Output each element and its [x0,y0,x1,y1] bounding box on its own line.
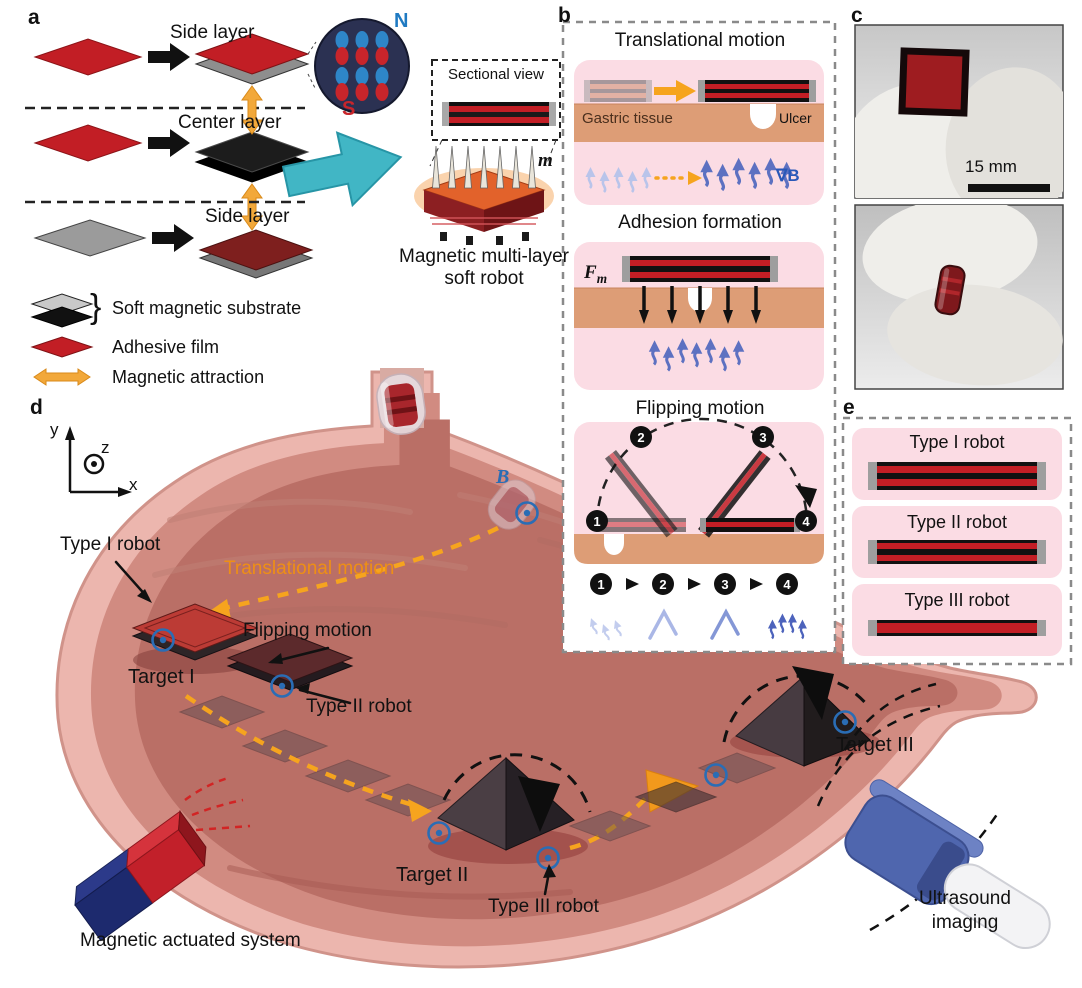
target-iii-label: Target III [836,734,914,756]
flip-sequence [586,578,809,643]
panel-b-label: b [558,4,571,27]
sequence-step-2-badge: 2 [652,573,674,595]
panel-c-photo-1 [854,24,1064,199]
magnetic-moment-label: m [538,150,553,171]
magnet-system-label: Magnetic actuated system [80,930,301,951]
axis-y-label: y [50,420,59,439]
panel-b-art [561,20,837,654]
robot-card-type-ii [852,506,1062,578]
adhesion-panel [574,242,824,390]
scale-bar-label: 15 mm [965,157,1017,176]
side-layer-bottom-label: Side layer [205,206,290,227]
target-i-label: Target I [128,666,195,688]
type-i-robot-label: Type I robot [60,534,161,555]
assembly-row-1 [33,33,317,91]
panel-c-label: c [851,4,863,27]
sectional-view-label: Sectional view [448,66,544,83]
adhesion-force-f: F [584,262,597,283]
flip-step-2-badge: 2 [630,426,652,448]
robot-photo-rolled [934,264,966,316]
flip-arc-target-ii [442,753,592,813]
flip-step-1-badge: 1 [586,510,608,532]
robot-card-type-iii [852,584,1062,656]
assembly-row-2 [33,124,310,183]
type-i-card-title: Type I robot [909,432,1005,452]
translational-path-2 [184,694,432,822]
panel-e-art [841,416,1073,666]
translational-motion-label: Translational motion [224,558,395,579]
axis-z-label: z [101,438,110,457]
robot-card-type-i [852,428,1062,500]
robot-trail-plates [178,695,452,817]
center-layer-label: Center layer [178,112,282,133]
stomach-illustration [55,368,1051,969]
panel-a-label: a [28,6,40,29]
flipping-motion-title: Flipping motion [635,398,765,419]
side-layer-top-label: Side layer [170,22,255,43]
flip-arc-target-iii [722,674,870,743]
field-b-label: B [496,466,510,488]
flipping-panel [574,417,824,564]
type-iii-robot-label: Type III robot [488,896,599,917]
flip-arrowhead-target-iii [792,666,834,720]
robot-photo-flat [898,47,970,117]
adhesion-force-m: m [596,270,608,286]
legend-substrate-label: Soft magnetic substrate [112,298,302,318]
magnet-graphic [74,809,207,942]
panel-c-photo-2 [854,204,1064,390]
type-ii-card-title: Type II robot [906,512,1008,532]
pole-s-label: S [342,98,356,120]
panel-e-label: e [843,396,855,419]
translational-panel [574,60,824,205]
panel-a-art [25,18,561,386]
gastric-tissue-label: Gastric tissue [582,110,673,127]
soft-robot-3d [414,145,554,245]
scale-bar [968,184,1050,192]
field-markers [151,501,857,870]
type-iii-card-title: Type III robot [904,590,1010,610]
legend-adhesive-label: Adhesive film [112,337,220,357]
sequence-step-4-badge: 4 [776,573,798,595]
axis-x-label: x [129,475,138,494]
pole-n-label: N [394,10,409,32]
legend-attraction-label: Magnetic attraction [112,367,265,387]
legend-brace: } [90,288,102,326]
assembly-row-3 [33,219,314,279]
magnetic-attraction-arrows [241,85,263,231]
adhesion-formation-title: Adhesion formation [618,212,782,233]
coordinate-axes [65,426,132,497]
stomach-inner-cavity [134,419,958,920]
target-ii-label: Target II [396,864,469,886]
label-arrows [114,560,556,896]
flip-arrowhead-target-ii [518,776,560,832]
flip-step-4-badge: 4 [795,510,817,532]
assembly-arrow [281,131,403,208]
flip-step-3-badge: 3 [752,426,774,448]
panel-d-label: d [30,396,43,419]
field-capsule [487,479,536,530]
type-ii-robot-label: Type II robot [306,696,412,717]
legend-icons [30,293,94,386]
magnet-field-lines [184,776,251,832]
robot-caption-line2: soft robot [444,268,524,289]
ulcer-label: Ulcer [779,110,812,126]
ultrasound-label-line1: Ultrasound [919,888,1011,909]
ultrasound-field-arcs [816,682,1002,932]
robot-caption-line1: Magnetic multi-layer [399,246,569,267]
ultrasound-probe-graphic [844,779,1051,949]
ultrasound-label-line2: imaging [931,912,999,933]
translational-motion-title: Translational motion [614,30,786,51]
sequence-step-1-badge: 1 [590,573,612,595]
flipping-motion-label: Flipping motion [243,620,372,641]
esophagus-capsule-robot [376,373,426,435]
sequence-step-3-badge: 3 [714,573,736,595]
field-gradient-label: ∇B [776,166,800,185]
adhesion-force-label: Fm [584,262,607,286]
sectional-view-box [429,59,561,167]
magnetization-inset [314,18,410,114]
